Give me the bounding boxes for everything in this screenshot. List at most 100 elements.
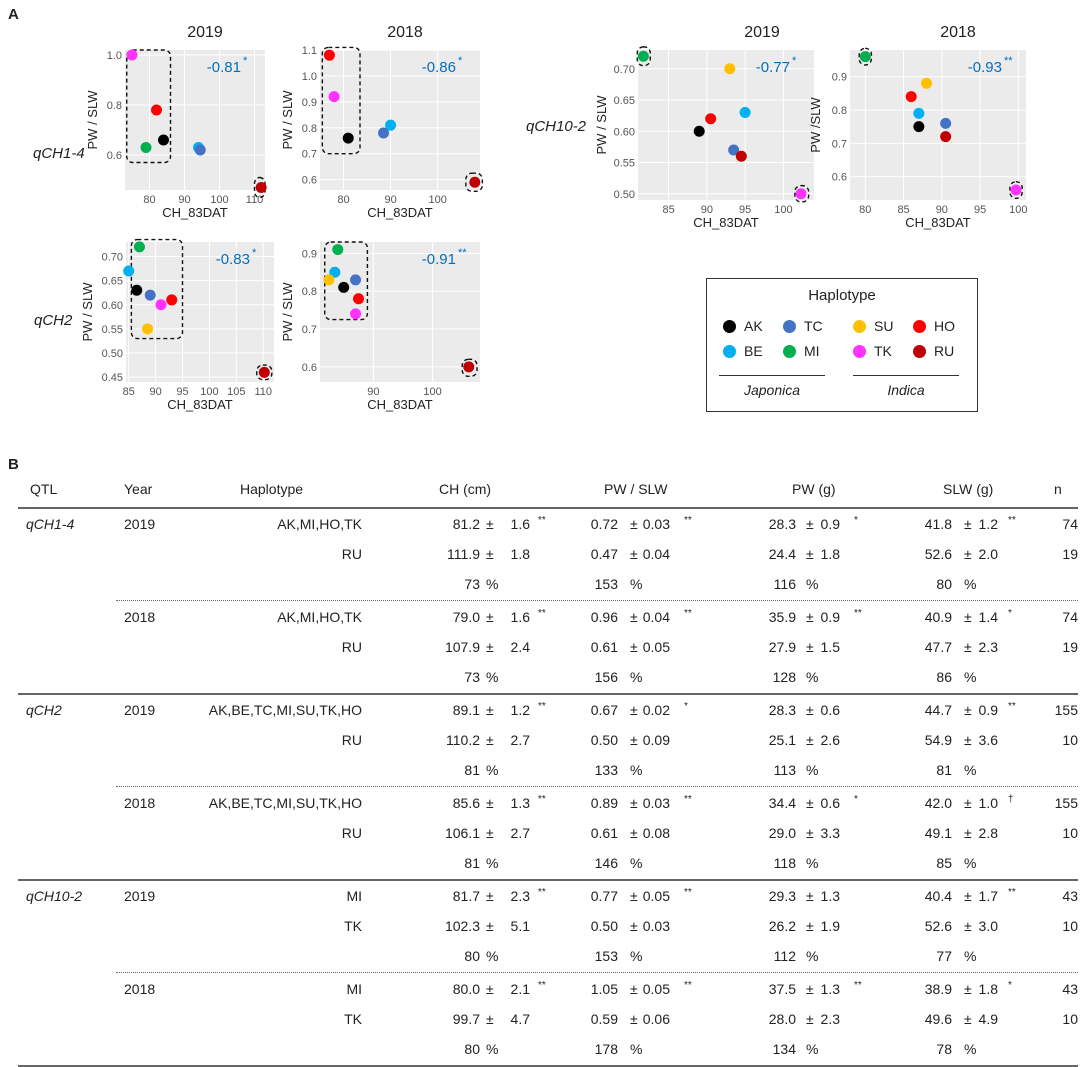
x-axis-label: CH_83DAT (367, 205, 433, 220)
highlight-box (324, 241, 369, 321)
point-tk (328, 91, 340, 103)
cell-sig: ** (684, 515, 692, 526)
cell-sd: 1.8 (820, 546, 840, 562)
cell-percent-sign: % (806, 576, 819, 592)
correlation-sig: ** (1004, 55, 1013, 67)
cell-pm: ± (964, 546, 972, 562)
cell-sig: † (1008, 794, 1014, 805)
point-tk (1010, 184, 1022, 196)
cell-mean: 29.3 (768, 888, 796, 904)
cell-pm: ± (806, 888, 814, 904)
x-tick-label: 95 (176, 386, 188, 398)
cell-n: 155 (1054, 795, 1078, 811)
cell-sig: ** (538, 701, 546, 712)
cell-haplotype: MI (346, 981, 362, 997)
cell-sig: * (684, 701, 688, 712)
x-axis-label: CH_83DAT (367, 397, 433, 412)
legend-entry-tk: TK (853, 343, 892, 359)
plot-panel (320, 242, 480, 382)
cell-mean: 80.0 (452, 981, 480, 997)
cell-haplotype: AK,MI,HO,TK (277, 516, 362, 532)
y-tick-label: 0.9 (302, 97, 317, 109)
cell-sig: * (1008, 608, 1012, 619)
cell-pm: ± (486, 609, 494, 625)
point-tc (194, 144, 206, 156)
plot-panel (126, 242, 274, 382)
point-su (921, 77, 933, 89)
cell-sd: 0.06 (642, 1011, 670, 1027)
cell-sd: 1.2 (978, 516, 998, 532)
cell-year: 2019 (124, 888, 156, 904)
cell-percent: 118 (773, 855, 796, 871)
cell-sd: 3.3 (820, 825, 840, 841)
cell-pm: ± (806, 516, 814, 532)
cell-mean: 49.1 (924, 825, 952, 841)
cell-percent: 81 (936, 762, 952, 778)
x-axis-label: CH_83DAT (162, 205, 228, 220)
cell-pm: ± (486, 981, 494, 997)
cell-mean: 52.6 (924, 918, 952, 934)
x-axis-label: CH_83DAT (693, 215, 759, 230)
cell-pm: ± (630, 888, 638, 904)
y-tick-label: 0.9 (832, 72, 847, 84)
cell-n: 10 (1062, 918, 1078, 934)
y-tick-label: 0.6 (302, 362, 317, 374)
cell-percent: 133 (594, 762, 618, 778)
cell-sd: 0.02 (642, 702, 670, 718)
cell-mean: 24.4 (768, 546, 796, 562)
cell-haplotype: RU (341, 546, 362, 562)
point-ru (255, 182, 267, 193)
cell-sig: ** (684, 794, 692, 805)
cell-percent-sign: % (964, 948, 977, 964)
correlation-sig: * (252, 247, 257, 259)
cell-sd: 0.6 (820, 702, 840, 718)
x-tick-label: 80 (143, 194, 155, 206)
cell-sig: ** (684, 887, 692, 898)
cell-qtl: qCH10-2 (26, 888, 83, 904)
cell-pm: ± (486, 516, 494, 532)
y-tick-label: 0.7 (302, 149, 317, 161)
y-tick-label: 0.7 (832, 138, 847, 150)
highlight-box (1009, 180, 1023, 200)
point-su (323, 274, 335, 286)
legend-dot-mi (783, 344, 796, 358)
table-row-percent: 81%133%113%81% (18, 755, 1078, 785)
cell-haplotype: TK (344, 1011, 362, 1027)
plot-panel (125, 50, 265, 190)
cell-sd: 2.4 (510, 639, 530, 655)
x-tick-label: 95 (739, 204, 751, 216)
header-ch: CH (cm) (439, 481, 492, 497)
cell-sig: ** (1008, 887, 1016, 898)
cell-pm: ± (486, 888, 494, 904)
cell-sd: 1.3 (510, 795, 530, 811)
x-tick-label: 90 (178, 194, 190, 206)
cell-pm: ± (486, 639, 494, 655)
cell-pm: ± (630, 825, 638, 841)
year-separator (116, 600, 1078, 601)
cell-sd: 0.9 (820, 516, 840, 532)
cell-haplotype: AK,BE,TC,MI,SU,TK,HO (208, 702, 362, 718)
y-tick-label: 0.60 (102, 300, 123, 312)
cell-year: 2019 (124, 516, 156, 532)
x-tick-label: 100 (210, 194, 228, 206)
cell-sd: 5.1 (510, 918, 530, 934)
cell-pm: ± (806, 1011, 814, 1027)
cell-mean: 42.0 (924, 795, 952, 811)
legend-dot-ru (913, 344, 926, 358)
legend-entry-tc: TC (783, 318, 823, 334)
x-tick-label: 100 (1009, 204, 1027, 216)
cell-percent-sign: % (630, 576, 643, 592)
cell-percent-sign: % (486, 1041, 499, 1057)
point-tk (126, 49, 138, 61)
cell-year: 2018 (124, 609, 156, 625)
cell-qtl: qCH2 (26, 702, 62, 718)
point-be (385, 119, 397, 131)
cell-mean: 40.9 (924, 609, 952, 625)
cell-year: 2018 (124, 981, 156, 997)
cell-sd: 1.4 (978, 609, 998, 625)
cell-mean: 0.61 (590, 825, 618, 841)
point-ho (323, 49, 335, 61)
cell-sd: 3.6 (978, 732, 998, 748)
cell-percent-sign: % (964, 576, 977, 592)
